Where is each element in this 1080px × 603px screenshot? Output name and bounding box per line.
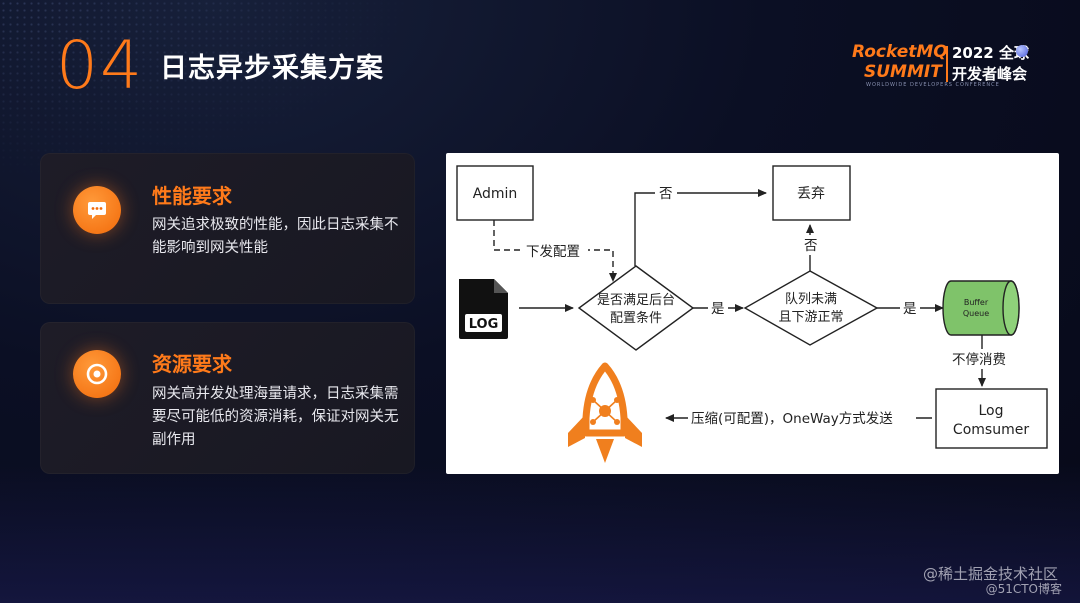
- node-admin: [456, 165, 534, 221]
- log-icon-label: LOG: [469, 317, 499, 332]
- edge-decision1-discard: [634, 189, 767, 266]
- section-number: 04: [56, 27, 144, 104]
- node-log-consumer: [935, 388, 1048, 449]
- card-resource: 资源要求 网关高并发处理海量请求，日志采集需要尽可能低的资源消耗，保证对网关无副…: [40, 322, 415, 474]
- edge-label-deliver-config: 下发配置: [526, 244, 580, 260]
- edge-label-no-right: 否: [804, 238, 818, 254]
- edge-label-no-top: 否: [659, 186, 673, 202]
- consumer-label-line1: Log: [978, 403, 1003, 419]
- card-title: 性能要求: [152, 184, 232, 208]
- buffer-label-line1: Buffer: [964, 298, 989, 307]
- decision-queue-line1: 队列未满: [785, 292, 837, 307]
- background-dot-pattern: [0, 0, 420, 180]
- brand-rocketmq: RocketMQ: [852, 42, 948, 62]
- card-text: 网关高并发处理海量请求，日志采集需要尽可能低的资源消耗，保证对网关无副作用: [152, 386, 399, 448]
- brand-summit: SUMMIT: [864, 62, 942, 82]
- buffer-label-line2: Queue: [963, 309, 989, 318]
- brand-logo: RocketMQ SUMMIT 2022 全球 开发者峰会 WORLDWIDE …: [852, 42, 1042, 92]
- edge-label-yes2: 是: [903, 301, 917, 317]
- edge-label-send: 压缩(可配置)，OneWay方式发送: [691, 411, 893, 427]
- chat-bubble-icon: [73, 186, 121, 234]
- rocket-icon: [568, 362, 642, 463]
- brand-year: 2022 全球: [952, 44, 1029, 62]
- node-discard: [772, 165, 851, 221]
- flow-diagram-svg: Admin 丢弃 LOG 是否满足后台 配置条件 队列未满 且下游正常 Buff…: [456, 165, 1048, 463]
- edge-label-yes1: 是: [711, 301, 725, 317]
- target-icon: [73, 350, 121, 398]
- node-admin-label: Admin: [473, 186, 518, 202]
- node-decision-config: [577, 265, 695, 351]
- consumer-label-line2: Comsumer: [953, 422, 1029, 438]
- watermark-51cto: @51CTO博客: [985, 582, 1062, 596]
- page-title: 日志异步采集方案: [160, 53, 384, 84]
- log-file-icon: LOG: [459, 279, 508, 339]
- brand-separator: [946, 46, 948, 82]
- card-title: 资源要求: [152, 352, 232, 376]
- brand-conference: 开发者峰会: [952, 65, 1028, 83]
- decision-config-line2: 配置条件: [610, 310, 662, 326]
- decision-queue-line2: 且下游正常: [778, 310, 843, 325]
- background-glow: [0, 463, 1080, 603]
- card-text: 网关追求极致的性能，因此日志采集不能影响到网关性能: [152, 217, 399, 256]
- node-discard-label: 丢弃: [797, 186, 825, 202]
- watermark-juejin: @稀土掘金技术社区: [922, 565, 1058, 583]
- edge-label-consume: 不停消费: [952, 351, 1006, 368]
- brand-subtitle: WORLDWIDE DEVELOPERS CONFERENCE: [866, 82, 1000, 88]
- flow-diagram: Admin 丢弃 LOG 是否满足后台 配置条件 队列未满 且下游正常 Buff…: [446, 153, 1059, 474]
- globe-icon: [1016, 45, 1028, 57]
- card-performance: 性能要求 网关追求极致的性能，因此日志采集不能影响到网关性能: [40, 153, 415, 304]
- node-decision-queue: [743, 270, 879, 346]
- node-buffer-queue: Buffer Queue: [942, 280, 1020, 336]
- decision-config-line1: 是否满足后台: [597, 293, 675, 308]
- edge-admin-config: [493, 220, 617, 282]
